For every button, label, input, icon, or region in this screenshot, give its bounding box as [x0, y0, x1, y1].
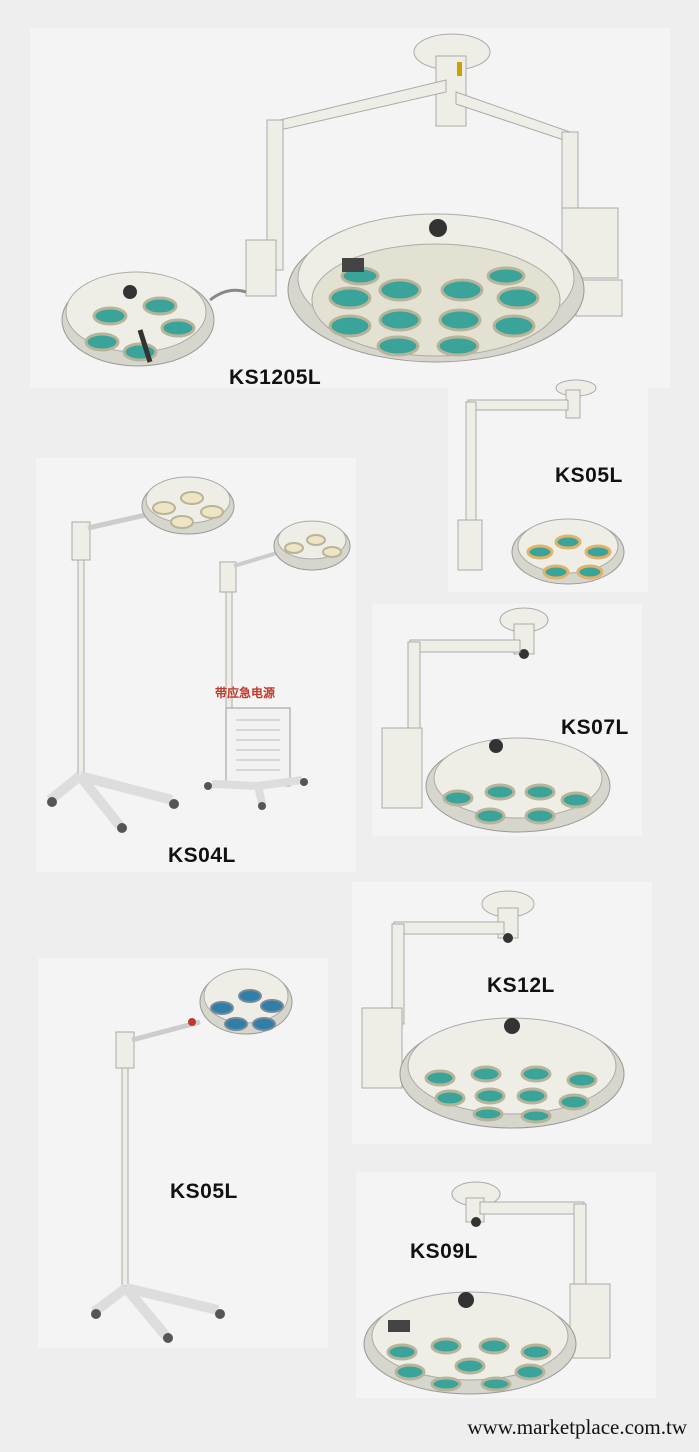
model-label-ks1205l: KS1205L — [229, 366, 322, 389]
model-label-ks07l: KS07L — [561, 716, 629, 739]
model-label-ks09l: KS09L — [410, 1240, 478, 1263]
lamp-ks05l-ceiling-image — [457, 379, 625, 585]
lamp-ks1205l-image — [61, 33, 623, 367]
lamp-ks05l-floor-image — [91, 968, 293, 1343]
model-label-ks04l: KS04L — [168, 844, 236, 867]
lamp-ks07l-image — [381, 607, 611, 833]
model-label-ks05l-floor: KS05L — [170, 1180, 238, 1203]
model-label-ks05l-ceiling: KS05L — [555, 464, 623, 487]
lamp-ks04l-image — [46, 476, 351, 833]
watermark-text: www.marketplace.com.tw — [467, 1415, 687, 1439]
lamp-ks12l-image — [361, 890, 625, 1129]
model-label-ks12l: KS12L — [487, 974, 555, 997]
emergency-power-label: 带应急电源 — [215, 686, 276, 700]
lamp-ks09l-image — [363, 1181, 611, 1395]
